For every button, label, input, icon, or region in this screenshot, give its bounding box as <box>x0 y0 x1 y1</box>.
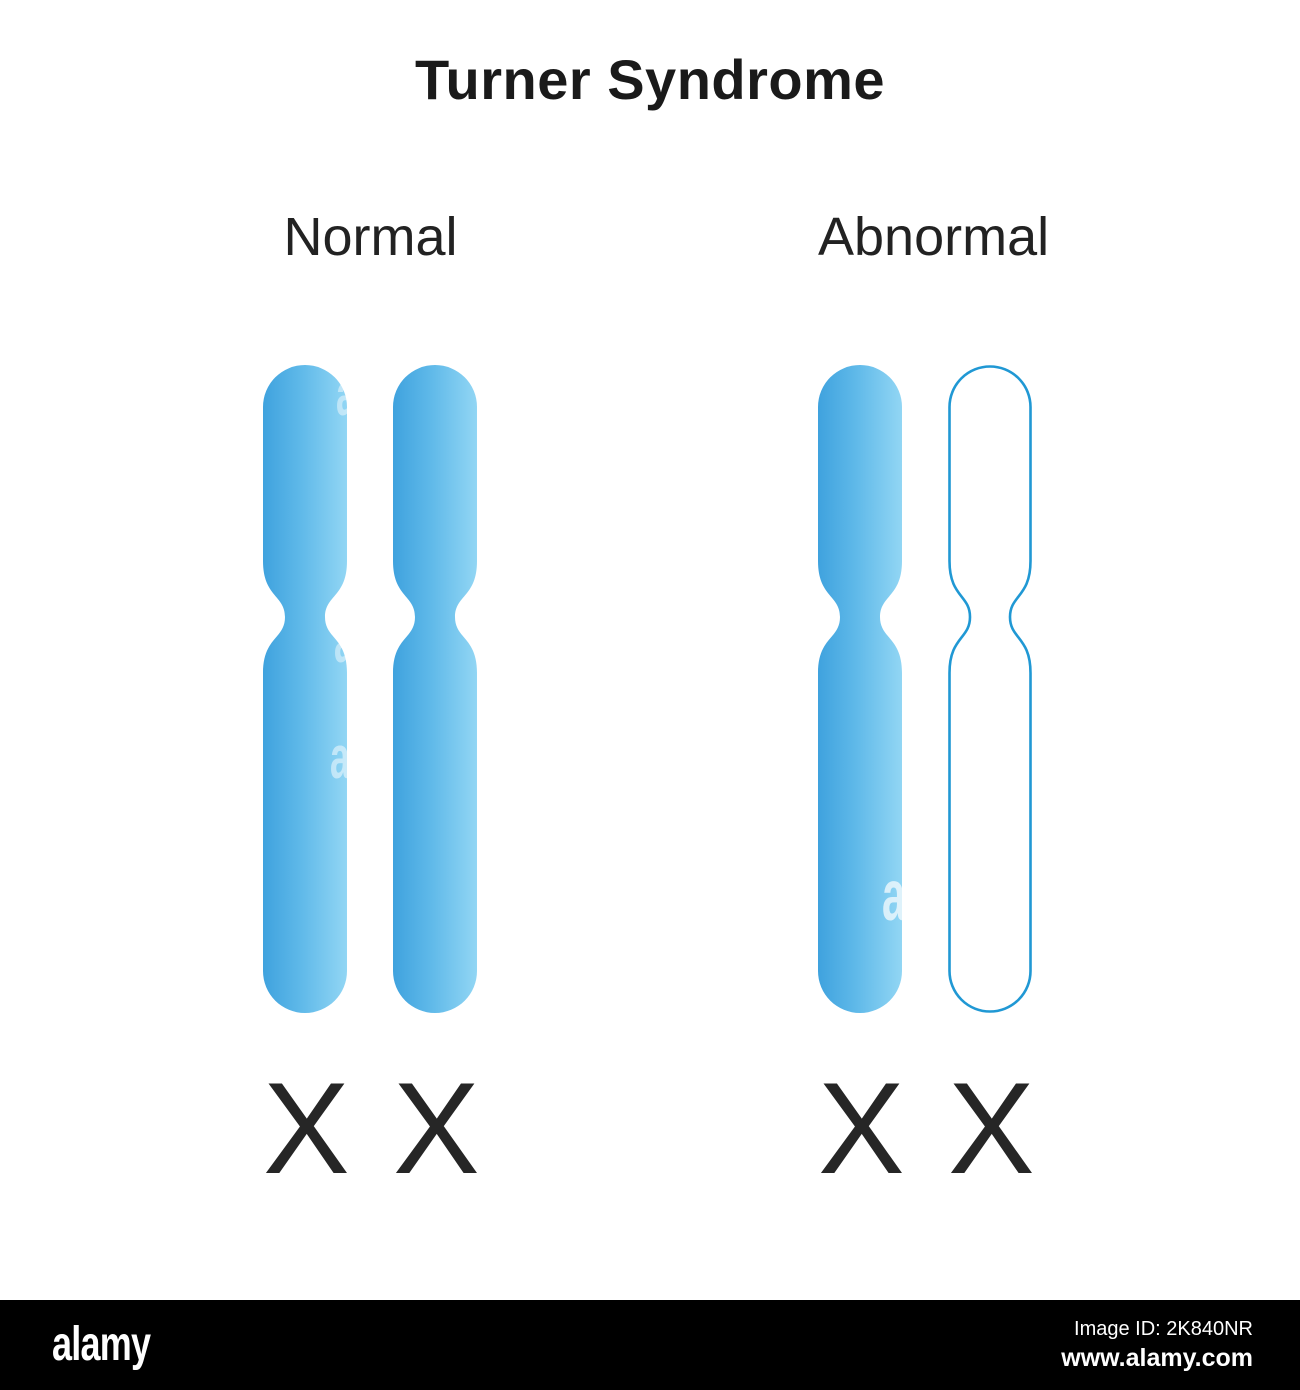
credit-bar: alamy Image ID: 2K840NR www.alamy.com <box>0 1300 1300 1390</box>
karyotype-letter: X <box>263 1055 350 1201</box>
credit-info: Image ID: 2K840NR www.alamy.com <box>1061 1316 1253 1375</box>
x-chromosome-filled-icon <box>263 365 347 1013</box>
image-id-text: Image ID: 2K840NR <box>1074 1317 1253 1340</box>
abnormal-chromosome-pair <box>818 365 1032 1013</box>
alamy-url-text: www.alamy.com <box>1061 1343 1253 1372</box>
normal-chromosome-pair <box>263 365 477 1013</box>
x-chromosome-filled-icon <box>393 365 477 1013</box>
karyotype-letter: X <box>948 1055 1035 1201</box>
alamy-logo: alamy <box>52 1318 151 1371</box>
x-chromosome-filled-icon <box>818 365 902 1013</box>
karyotype-letter: X <box>393 1055 480 1201</box>
normal-label: Normal <box>283 207 458 267</box>
abnormal-label: Abnormal <box>818 207 1050 267</box>
x-chromosome-missing-outline-icon <box>948 365 1032 1013</box>
normal-karyotype: X X <box>263 1055 480 1201</box>
karyotype-letter: X <box>818 1055 905 1201</box>
abnormal-karyotype: X X <box>818 1055 1035 1201</box>
page-title: Turner Syndrome <box>414 48 886 111</box>
